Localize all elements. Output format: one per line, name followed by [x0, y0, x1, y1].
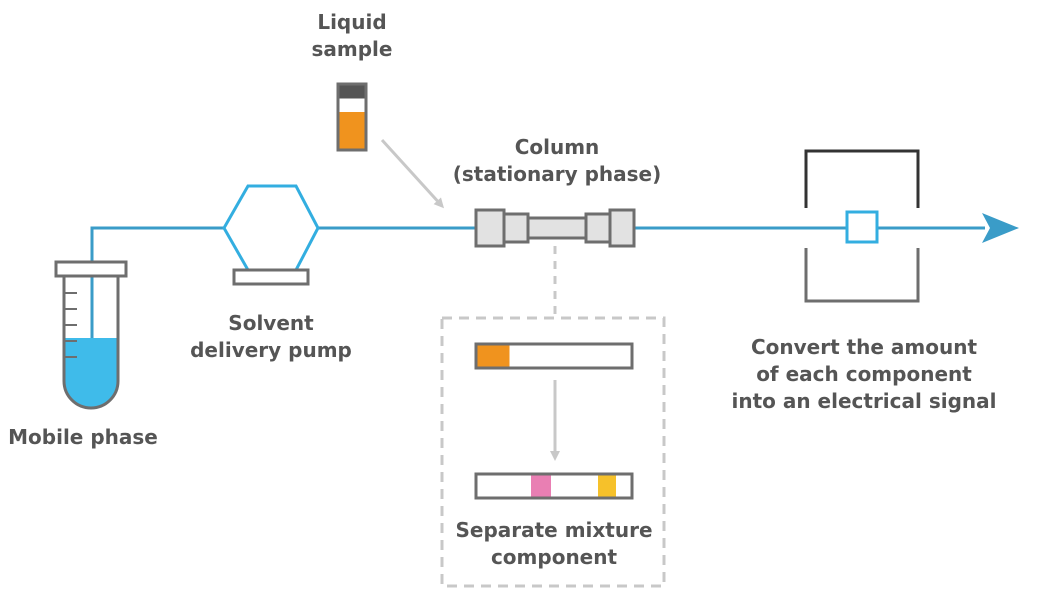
separate-mixture-label: Separate mixture component	[455, 518, 653, 569]
liquid-sample-label: Liquid sample	[311, 10, 393, 61]
liquid-sample-vial	[336, 82, 368, 152]
solvent-pump	[222, 184, 320, 286]
pump-label: Solvent delivery pump	[190, 311, 352, 362]
mixture-bar-after	[474, 472, 634, 500]
detector	[804, 149, 920, 303]
column	[474, 208, 636, 248]
detector-label: Convert the amount of each component int…	[731, 335, 997, 413]
separation-callout-box	[440, 316, 666, 588]
injection-arrow	[380, 138, 445, 209]
mobile-phase-tube	[54, 260, 128, 410]
mobile-phase-label: Mobile phase	[8, 425, 158, 449]
flow-arrowhead	[982, 213, 1019, 243]
detector-flow-cell	[845, 210, 879, 244]
column-label: Column (stationary phase)	[452, 135, 662, 186]
mixture-bar-before	[474, 342, 634, 370]
